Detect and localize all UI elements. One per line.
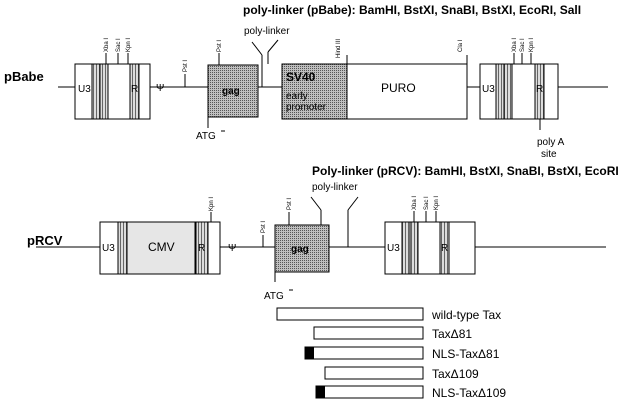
sv40-box <box>281 63 348 120</box>
ltr-stripe <box>195 221 209 275</box>
ltr-stripe <box>439 221 450 275</box>
prcv-3ltr: Xba I Sac I Kpn I U3 R <box>384 196 476 275</box>
pbabe-map: poly-linker (pBabe): BamHI, BstXI, SnaBI… <box>4 3 608 160</box>
pbabe-3ltr: Xba I Sac I Kpn I U3 R poly A site <box>479 38 565 160</box>
cmv-label: CMV <box>148 240 175 254</box>
u3-label: U3 <box>387 243 400 254</box>
ltr-stripe <box>117 221 128 275</box>
site-label: Sac I <box>520 38 526 52</box>
nls-block <box>305 347 314 359</box>
prcv-gag-box <box>274 224 330 273</box>
polylinker-arm <box>310 196 322 211</box>
pbabe-3ltr-box <box>479 63 559 120</box>
kpn-label: Kpn I <box>209 197 215 211</box>
prcv-label: pRCV <box>27 233 63 248</box>
gag-pst-label: Pst I <box>287 198 293 210</box>
sv40-label: SV40 <box>286 70 316 84</box>
prcv-map: Poly-linker (pRCV): BamHI, BstXI, SnaBI,… <box>27 164 619 302</box>
r-label: R <box>536 84 543 95</box>
nls-block <box>316 386 325 398</box>
r-label: R <box>441 243 448 254</box>
construct-label: NLS-TaxΔ109 <box>432 386 506 400</box>
polya-label: poly A <box>537 137 565 148</box>
gag-label: gag <box>291 244 309 255</box>
pbabe-polylinker-header: poly-linker (pBabe): BamHI, BstXI, SnaBI… <box>243 3 581 17</box>
site-label: Xba I <box>512 38 518 52</box>
polylinker-label: poly-linker <box>244 26 290 37</box>
polylinker-label: poly-linker <box>312 182 358 193</box>
construct-label: wild-type Tax <box>431 308 501 322</box>
site-label: Kpn I <box>529 38 535 52</box>
u3-label: U3 <box>78 84 91 95</box>
construct-label: NLS-TaxΔ81 <box>432 347 500 361</box>
pst-label: Pst I <box>261 221 267 233</box>
r-label: R <box>131 84 138 95</box>
prcv-3ltr-box <box>384 221 476 275</box>
pbabe-label: pBabe <box>4 69 44 84</box>
atg-label: ATG <box>196 131 216 142</box>
atg-label: ATG <box>264 291 284 302</box>
cla-label: Cla I <box>458 39 464 52</box>
construct-bar-nls-taxd109 <box>315 385 424 399</box>
construct-bar-taxd81 <box>313 326 424 340</box>
ltr-stripe <box>401 221 411 275</box>
gag-pst-label: Pst I <box>217 40 223 52</box>
polylinker-arm <box>347 196 359 211</box>
u3-label: U3 <box>102 243 115 254</box>
ltr-stripe <box>99 63 109 120</box>
pst-label: Pst I <box>183 60 189 72</box>
ltr-stripe <box>495 63 505 120</box>
polylinker-arm <box>267 39 279 53</box>
psi-label: Ψ <box>228 243 236 254</box>
ltr-stripe <box>129 63 140 120</box>
ltr-stripe <box>503 63 513 120</box>
polylinker-arm <box>251 41 263 56</box>
site-label: Kpn I <box>434 196 440 210</box>
construct-bar-nls-taxd81 <box>304 346 424 360</box>
construct-label: TaxΔ81 <box>432 327 472 341</box>
site-label: Xba I <box>104 38 110 52</box>
ltr-stripe <box>409 221 419 275</box>
cmv-box <box>126 221 196 275</box>
site-label: Kpn I <box>126 38 132 52</box>
site-label: Xba I <box>412 196 418 210</box>
prcv-polylinker-header: Poly-linker (pRCV): BamHI, BstXI, SnaBI,… <box>312 164 619 178</box>
pbabe-5ltr: Xba I Sac I Kpn I U3 R <box>74 38 151 120</box>
ltr-stripe <box>91 63 101 120</box>
hind-label: Hind III <box>336 39 342 58</box>
polya-label: site <box>541 149 557 160</box>
site-label: Sac I <box>424 196 430 210</box>
u3-label: U3 <box>482 84 495 95</box>
pbabe-gag-box <box>207 64 259 118</box>
site-label: Sac I <box>116 38 122 52</box>
construct-bar-taxd109 <box>324 366 424 380</box>
construct-bar-wild-type <box>276 307 424 321</box>
sv40-sub: early <box>286 91 308 102</box>
gag-label: gag <box>222 86 240 97</box>
psi-label: Ψ <box>156 83 164 94</box>
puro-box <box>346 63 468 120</box>
r-label: R <box>198 243 205 254</box>
construct-list: wild-type Tax TaxΔ81 NLS-TaxΔ81 TaxΔ109 … <box>276 307 506 400</box>
sv40-sub: promoter <box>286 102 327 113</box>
puro-label: PURO <box>381 81 416 95</box>
construct-label: TaxΔ109 <box>432 367 479 381</box>
